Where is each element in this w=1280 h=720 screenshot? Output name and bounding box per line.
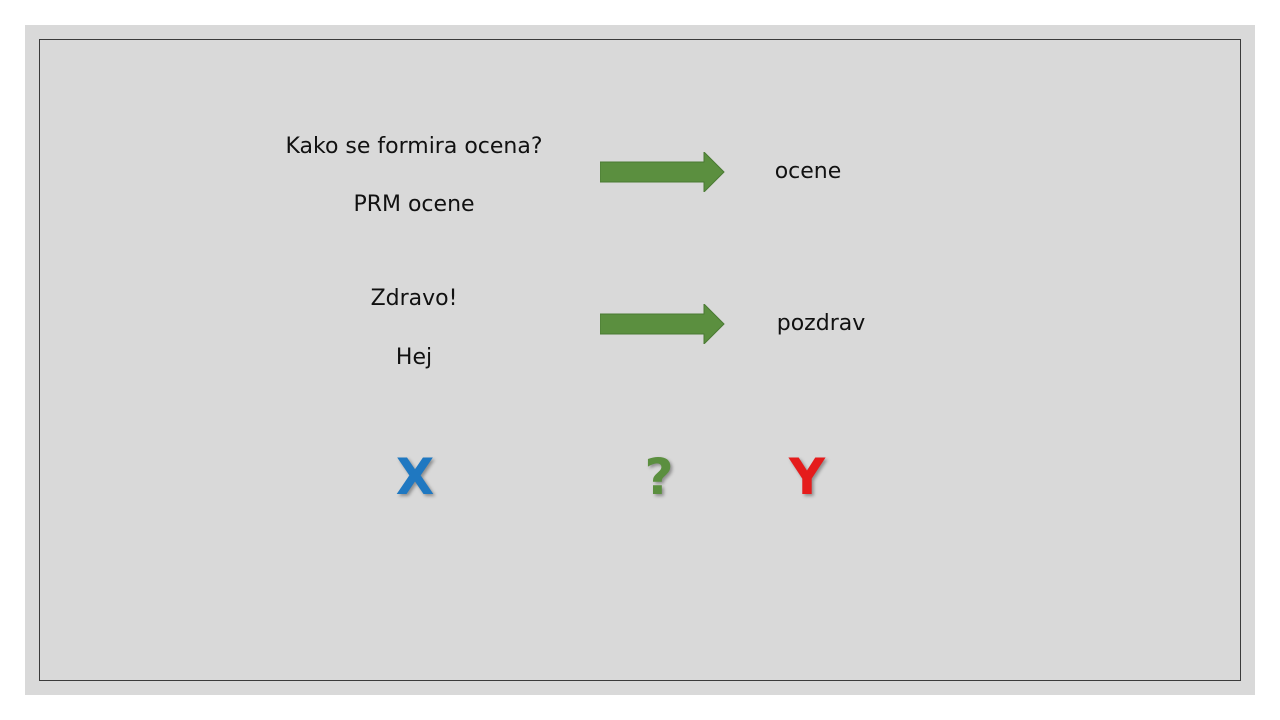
symbol-y: Y — [788, 448, 826, 506]
row2-label: pozdrav — [776, 311, 866, 336]
slide: Kako se formira ocena? PRM ocene ocene Z… — [25, 25, 1255, 695]
row2-input-1: Zdravo! — [370, 286, 458, 311]
row1-input-2: PRM ocene — [353, 192, 475, 217]
row2-input-2: Hej — [395, 345, 433, 370]
row1-label: ocene — [774, 159, 842, 184]
row1-arrow-icon — [600, 152, 725, 192]
symbol-x: X — [395, 448, 435, 506]
slide-border — [39, 39, 1241, 681]
symbol-question: ? — [644, 448, 674, 506]
row1-input-1: Kako se formira ocena? — [285, 134, 543, 159]
row2-arrow-icon — [600, 304, 725, 344]
